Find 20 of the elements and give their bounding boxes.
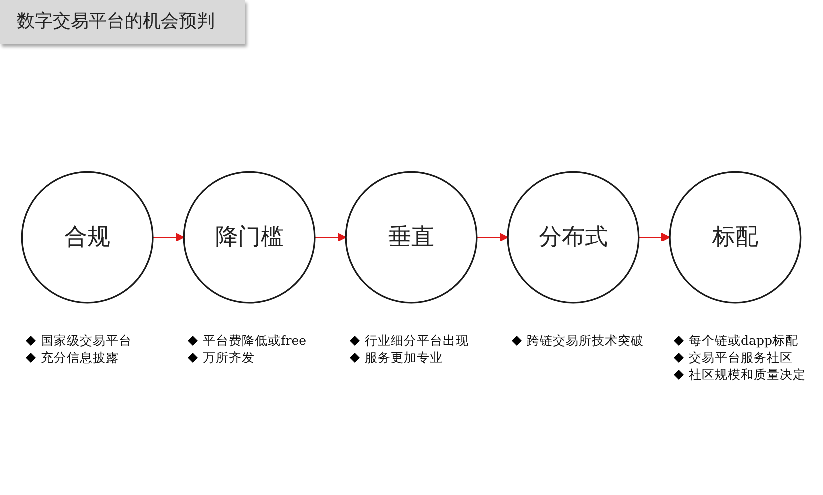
- list-item-text: 交易平台服务社区: [689, 350, 794, 367]
- node-circle: 标配: [669, 171, 802, 304]
- list-item-text: 行业细分平台出现: [365, 332, 470, 350]
- list-item-text: 万所齐发: [203, 350, 256, 367]
- list-item-text: 平台费降低或free: [203, 332, 307, 350]
- arrow: [476, 233, 508, 242]
- list-item-text: 社区规模和质量决定: [689, 366, 806, 384]
- list-item-text: 每个链或dapp标配: [689, 332, 798, 350]
- title: 数字交易平台的机会预判: [0, 0, 245, 44]
- node-circle: 分布式: [507, 171, 640, 304]
- node-circle: 垂直: [345, 171, 478, 304]
- list-item-text: 服务更加专业: [365, 350, 444, 367]
- node-circle: 降门槛: [183, 171, 316, 304]
- list-item-text: 充分信息披露: [41, 350, 120, 367]
- list-item-text: 国家级交易平台: [41, 332, 132, 350]
- node-circle: 合规: [21, 171, 154, 304]
- list-item-text: 跨链交易所技术突破: [527, 332, 644, 350]
- arrow: [314, 233, 346, 242]
- arrow: [152, 233, 185, 242]
- arrow: [638, 233, 670, 242]
